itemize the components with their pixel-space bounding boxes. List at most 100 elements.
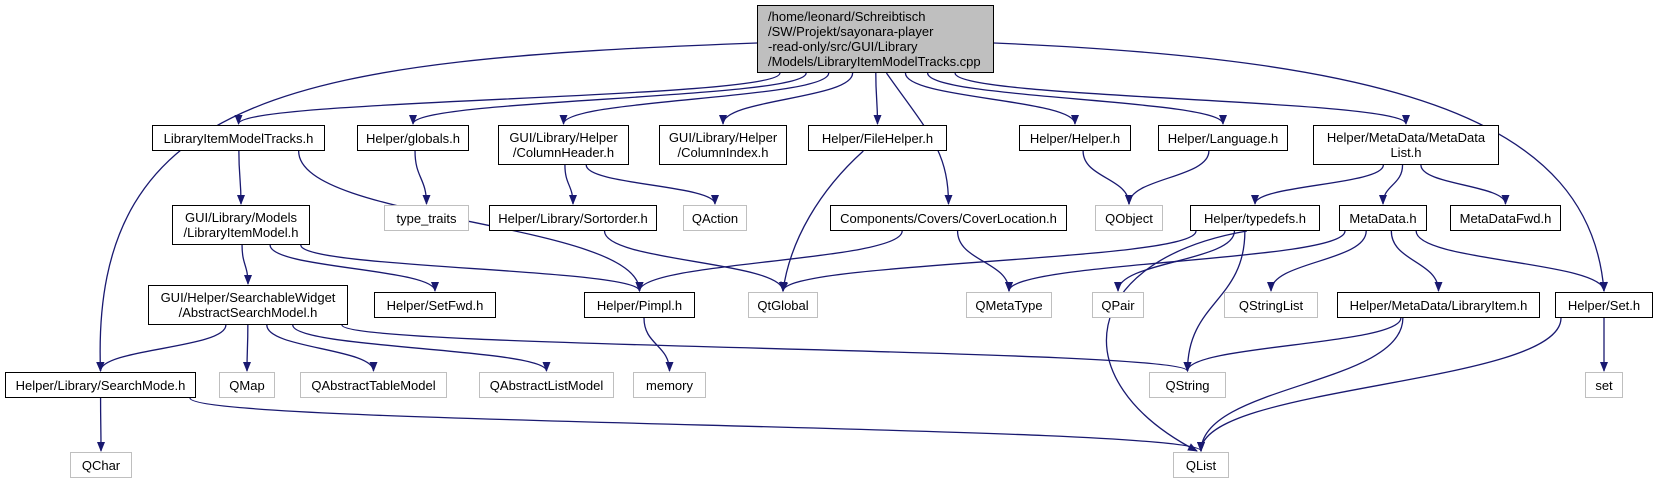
- edge-abstractsearch-to-qstring: [341, 324, 1192, 372]
- node-label: memory: [646, 377, 693, 393]
- node-label: Helper/FileHelper.h: [821, 130, 934, 146]
- edge-libitem-to-qlist: [1197, 317, 1404, 452]
- node-qstring[interactable]: QString: [1149, 372, 1226, 398]
- edge-libitemmodel-to-setfwd: [269, 244, 439, 292]
- edge-root-to-globals: [409, 72, 807, 125]
- node-type_traits[interactable]: type_traits: [384, 205, 469, 231]
- node-colindex[interactable]: GUI/Library/Helper/ColumnIndex.h: [659, 125, 787, 165]
- node-metadatafwd[interactable]: MetaDataFwd.h: [1450, 205, 1561, 231]
- edge-libitem-to-qstring: [1183, 317, 1402, 372]
- node-label: /ColumnHeader.h: [512, 145, 615, 160]
- edge-pimpl-to-memory: [643, 317, 674, 372]
- node-sortorder[interactable]: Helper/Library/Sortorder.h: [489, 205, 657, 231]
- node-label: QStringList: [1238, 297, 1304, 313]
- node-label: Helper/Library/Sortorder.h: [498, 210, 648, 226]
- node-label: /AbstractSearchModel.h: [178, 305, 318, 320]
- edge-typedefs-to-qlist: [1105, 230, 1248, 452]
- node-label: MetaData.h: [1349, 210, 1417, 226]
- node-label: QString: [1165, 377, 1210, 393]
- node-label: QPair: [1101, 297, 1135, 313]
- edge-colheader-to-qaction: [585, 164, 719, 205]
- node-label: QtGlobal: [757, 297, 809, 313]
- node-label: Helper/MetaData/LibraryItem.h: [1349, 297, 1528, 313]
- node-label: Helper/globals.h: [366, 130, 460, 146]
- node-label: GUI/Library/Helper: [509, 130, 618, 145]
- edge-abstractsearch-to-qabstracttable: [266, 324, 378, 372]
- edge-root-to-filehelper: [873, 72, 882, 125]
- edge-abstractsearch-to-qabstractlist: [292, 324, 551, 372]
- node-label: set: [1595, 377, 1613, 393]
- edge-language-to-qobject: [1125, 150, 1210, 205]
- node-label: QList: [1185, 457, 1217, 473]
- edge-metadata-to-libitem: [1390, 230, 1443, 292]
- node-abstractsearch[interactable]: GUI/Helper/SearchableWidget/AbstractSear…: [148, 285, 348, 325]
- node-qmap[interactable]: QMap: [219, 372, 275, 398]
- edge-helper-to-qobject: [1082, 150, 1133, 205]
- edge-litmodtracks-to-libitemmodel: [236, 150, 245, 205]
- edge-metadata-to-qstringlist: [1267, 230, 1367, 292]
- edge-root-to-metadatalist: [954, 72, 1410, 125]
- edge-filehelper-to-qtglobal: [780, 150, 864, 292]
- node-set_h[interactable]: Helper/Set.h: [1555, 292, 1653, 318]
- node-qabstractlist[interactable]: QAbstractListModel: [479, 372, 614, 398]
- node-qobject[interactable]: QObject: [1095, 205, 1163, 231]
- edge-set_h-to-qlist: [1197, 317, 1562, 452]
- edge-root-to-litmodtracks: [234, 72, 781, 125]
- node-qabstracttable[interactable]: QAbstractTableModel: [300, 372, 447, 398]
- node-searchmode[interactable]: Helper/Library/SearchMode.h: [5, 372, 196, 398]
- node-filehelper[interactable]: Helper/FileHelper.h: [808, 125, 947, 151]
- node-label: Helper/MetaData/MetaData: [1326, 130, 1486, 145]
- node-set[interactable]: set: [1585, 372, 1623, 398]
- node-qaction[interactable]: QAction: [683, 205, 747, 231]
- edge-root-to-colindex: [719, 72, 854, 125]
- node-qtglobal[interactable]: QtGlobal: [748, 292, 818, 318]
- edge-metadatalist-to-metadata: [1379, 164, 1404, 205]
- edge-litmodtracks-to-pimpl: [298, 150, 644, 292]
- node-language[interactable]: Helper/Language.h: [1158, 125, 1288, 151]
- node-coverlocation[interactable]: Components/Covers/CoverLocation.h: [830, 205, 1067, 231]
- node-qmetatype[interactable]: QMetaType: [966, 292, 1052, 318]
- node-setfwd[interactable]: Helper/SetFwd.h: [374, 292, 496, 318]
- node-label: /SW/Projekt/sayonara-player: [768, 24, 934, 39]
- node-litmodtracks[interactable]: LibraryItemModelTracks.h: [152, 125, 325, 151]
- node-memory[interactable]: memory: [633, 372, 706, 398]
- node-qchar[interactable]: QChar: [70, 452, 132, 478]
- node-libitem[interactable]: Helper/MetaData/LibraryItem.h: [1337, 292, 1540, 318]
- edge-sortorder-to-qtglobal: [603, 230, 787, 292]
- edge-typedefs-to-qstring: [1183, 230, 1246, 372]
- node-label: Helper/typedefs.h: [1204, 210, 1306, 226]
- node-label: type_traits: [396, 210, 457, 226]
- edge-metadatalist-to-metadatafwd: [1420, 164, 1510, 205]
- node-label: QAction: [691, 210, 739, 226]
- node-qstringlist[interactable]: QStringList: [1224, 292, 1318, 318]
- edge-globals-to-type_traits: [414, 150, 431, 205]
- node-typedefs[interactable]: Helper/typedefs.h: [1190, 205, 1320, 231]
- edge-libitemmodel-to-abstractsearch: [241, 244, 252, 285]
- node-root[interactable]: /home/leonard/Schreibtisch/SW/Projekt/sa…: [757, 5, 994, 73]
- node-helper[interactable]: Helper/Helper.h: [1019, 125, 1131, 151]
- node-globals[interactable]: Helper/globals.h: [357, 125, 469, 151]
- node-label: Helper/Helper.h: [1029, 130, 1121, 146]
- edge-metadatalist-to-typedefs: [1251, 164, 1384, 205]
- node-qpair[interactable]: QPair: [1092, 292, 1144, 318]
- edge-typedefs-to-qtglobal: [779, 230, 1197, 292]
- edge-colheader-to-sortorder: [564, 164, 577, 205]
- node-label: /home/leonard/Schreibtisch: [768, 9, 926, 24]
- edge-root-to-set_h: [993, 42, 1608, 292]
- node-label: /LibraryItemModel.h: [183, 225, 299, 240]
- node-label: QMetaType: [975, 297, 1043, 313]
- node-metadata[interactable]: MetaData.h: [1339, 205, 1427, 231]
- node-label: QAbstractTableModel: [311, 377, 436, 393]
- edge-libitemmodel-to-pimpl: [300, 244, 644, 292]
- node-label: QAbstractListModel: [489, 377, 604, 393]
- node-qlist[interactable]: QList: [1173, 452, 1229, 478]
- node-label: Components/Covers/CoverLocation.h: [840, 210, 1057, 226]
- edge-root-to-helper: [904, 72, 1079, 125]
- node-colheader[interactable]: GUI/Library/Helper/ColumnHeader.h: [498, 125, 629, 165]
- node-label: GUI/Library/Models: [185, 210, 297, 225]
- node-libitemmodel[interactable]: GUI/Library/Models/LibraryItemModel.h: [172, 205, 310, 245]
- edge-abstractsearch-to-qmap: [243, 324, 252, 372]
- node-label: Helper/Pimpl.h: [596, 297, 683, 313]
- node-pimpl[interactable]: Helper/Pimpl.h: [584, 292, 695, 318]
